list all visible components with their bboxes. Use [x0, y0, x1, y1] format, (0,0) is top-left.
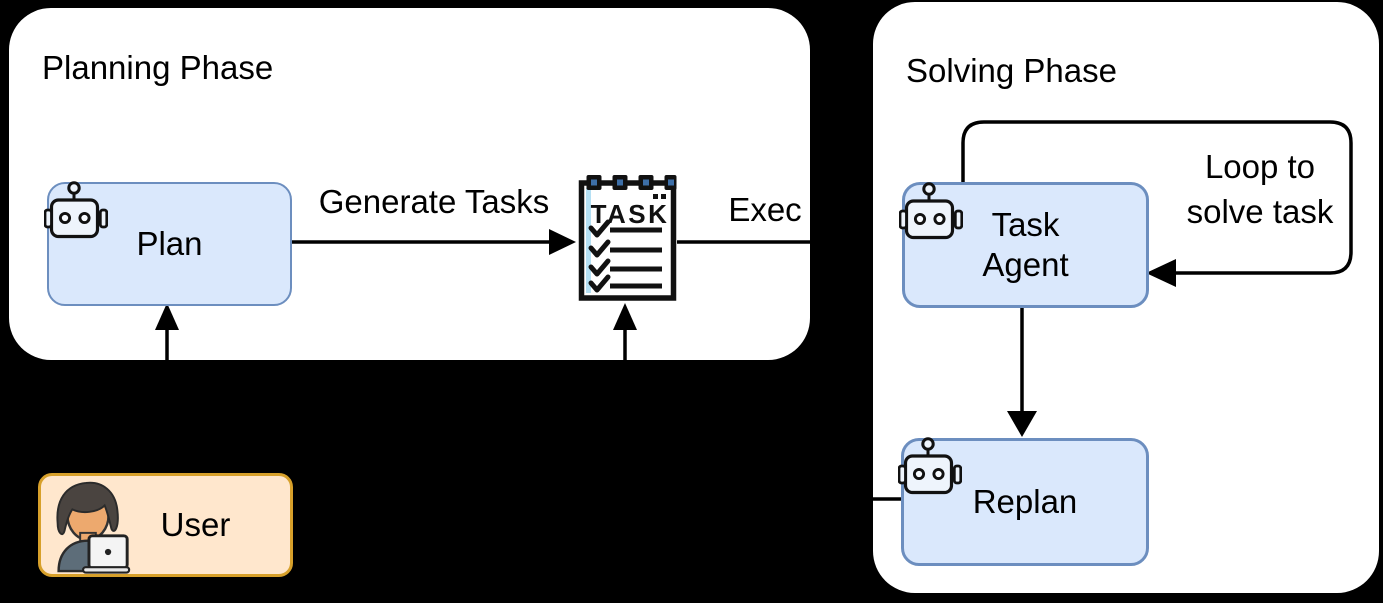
- robot-icon: [898, 437, 962, 495]
- solving-phase-title: Solving Phase: [906, 52, 1117, 89]
- task-list-heading: TASK: [591, 199, 670, 229]
- loop-label: Loop to solve task: [1160, 144, 1360, 234]
- checklist-notepad-icon: TASK: [578, 175, 677, 301]
- plan-agent-label: Plan: [136, 225, 203, 262]
- task-agent-label-line2: Agent: [982, 246, 1069, 283]
- person-laptop-icon: [56, 481, 131, 574]
- robot-icon: [899, 182, 963, 240]
- robot-icon: [44, 181, 108, 239]
- planning-phase-title: Planning Phase: [42, 49, 274, 86]
- loop-label-line2: solve task: [1186, 193, 1334, 230]
- notepad-binder-clips: [586, 175, 677, 190]
- task-list-rows: [588, 219, 662, 293]
- user-node: User: [38, 473, 293, 577]
- generate-tasks-label: Generate Tasks: [318, 183, 550, 220]
- exec-label: Exec: [728, 191, 802, 228]
- replan-agent-label: Replan: [972, 483, 1078, 520]
- task-agent-label-line1: Task: [991, 206, 1060, 243]
- replan-agent-node: Replan: [901, 438, 1149, 566]
- loop-label-line1: Loop to: [1204, 148, 1316, 185]
- user-label: User: [160, 506, 231, 543]
- notepad-blue-strip: [586, 188, 591, 293]
